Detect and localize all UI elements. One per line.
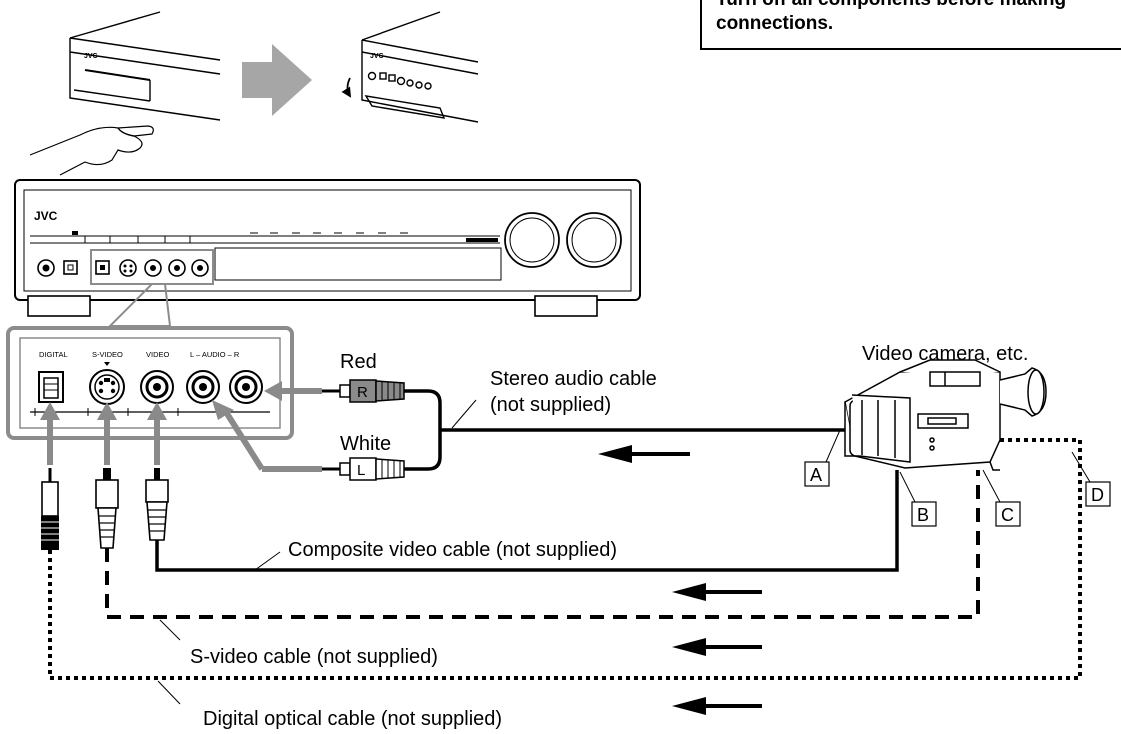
- svideo-cable: [105, 470, 980, 619]
- notice-line-1: Turn off all components before making: [716, 0, 1121, 12]
- label-red: Red: [340, 351, 377, 373]
- digital-jack: [38, 371, 64, 403]
- optical-cable-label: Digital optical cable (not supplied): [203, 708, 502, 730]
- terminal-a: A: [810, 465, 822, 485]
- rca-plug-white: L: [322, 457, 405, 481]
- svg-text:JVC: JVC: [84, 53, 98, 60]
- composite-video-cable: [155, 470, 899, 572]
- label-audio: L – AUDIO – R: [190, 350, 240, 359]
- cable-labels: Stereo audio cable (not supplied) Compos…: [157, 368, 657, 730]
- composite-cable-label: Composite video cable (not supplied): [288, 539, 617, 561]
- brand-logo: JVC: [34, 209, 58, 223]
- svg-text:JVC: JVC: [370, 53, 384, 60]
- svideo-jack: [89, 369, 125, 405]
- notice-line-2: connections.: [716, 13, 834, 34]
- optical-plug: [41, 468, 59, 550]
- terminal-b: B: [917, 505, 929, 525]
- audio-l-jack: [186, 370, 220, 404]
- terminal-labels: A B C D: [804, 429, 1111, 527]
- rca-plug-red: R: [322, 379, 405, 403]
- svideo-cable-label: S-video cable (not supplied): [190, 646, 438, 668]
- video-plug: [145, 468, 169, 541]
- camera-label: Video camera, etc.: [862, 343, 1028, 365]
- terminal-c: C: [1001, 505, 1014, 525]
- step-arrow: [242, 44, 312, 116]
- video-jack: [140, 370, 174, 404]
- plug-arrows: [40, 381, 322, 472]
- video-camera: [844, 359, 1047, 471]
- label-white: White: [340, 433, 391, 455]
- step-2-illustration: JVC: [341, 11, 479, 123]
- stereo-audio-cable: [404, 389, 845, 471]
- notice-box: Turn off all components before making co…: [700, 0, 1121, 50]
- plug-l-mark: L: [357, 462, 365, 479]
- label-digital: DIGITAL: [39, 350, 68, 359]
- stereo-cable-label-2: (not supplied): [490, 394, 611, 416]
- step-1-illustration: JVC: [29, 11, 221, 176]
- receiver: JVC: [14, 179, 641, 327]
- plug-r-mark: R: [357, 384, 368, 401]
- label-video: VIDEO: [146, 350, 170, 359]
- signal-direction-arrows: [598, 445, 762, 715]
- svideo-plug: [95, 468, 119, 549]
- stereo-cable-label-1: Stereo audio cable: [490, 368, 657, 390]
- audio-r-jack: [229, 370, 263, 404]
- label-svideo: S-VIDEO: [92, 350, 123, 359]
- terminal-d: D: [1091, 485, 1104, 505]
